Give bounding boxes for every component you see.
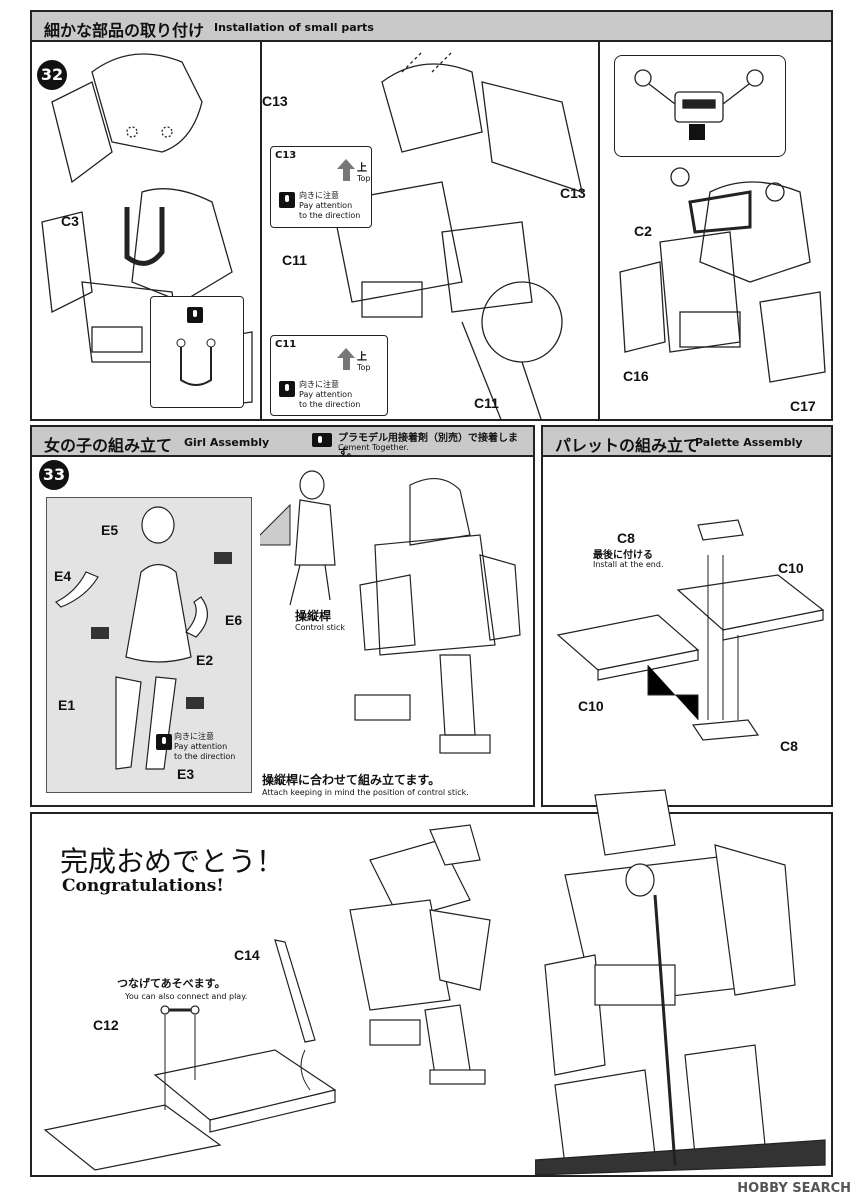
c2-part-detail [634,69,764,140]
caution-icon [156,734,172,750]
part-label-c10-left: C10 [578,698,604,714]
part-label-c17: C17 [790,398,816,414]
part-label-c12: C12 [93,1017,119,1033]
connected-palettes-illustration [43,939,337,1171]
robot-illustration-panel2 [331,51,583,419]
section-title-jp: パレットの組み立て [555,436,700,455]
part-label-c13-a: C13 [262,93,288,109]
direction-callout-c11: C11 上 Top 向きに注意 Pay attention to the dir… [270,335,388,416]
congrats-title-jp: 完成おめでとう！ [60,845,285,878]
up-arrow-stem [343,169,350,181]
up-label-jp: 上 [357,163,367,174]
callout-part-label: C11 [275,339,297,350]
up-label-jp: 上 [357,352,367,363]
part-label-e5: E5 [101,522,119,538]
c3-part-detail [176,338,216,386]
panel-divider [260,42,262,421]
part-label-e2: E2 [196,652,214,668]
direction-note-jp: 向きに注意 [299,191,339,200]
caution-icon [279,192,295,208]
section-title-en: Girl Assembly [184,436,270,449]
watermark: HOBBY SEARCH [737,1181,851,1196]
detail-callout-c2 [614,55,786,157]
part-label-c11-a: C11 [282,252,307,268]
part-label-c2: C2 [634,223,652,239]
section-title-en: Palette Assembly [695,436,803,449]
cement-note-en: Cement Together. [338,443,409,452]
direction-note-jp: 向きに注意 [174,732,214,741]
direction-note-en-1: Pay attention [299,201,353,210]
panel-divider [598,42,600,421]
congrats-title-en: Congratulations! [62,876,224,896]
direction-callout-c13: C13 上 Top 向きに注意 Pay attention to the dir… [270,146,372,228]
part-label-c14: C14 [234,947,260,963]
connect-note-jp: つなげてあそべます。 [117,977,226,990]
girl-parts-illustration [54,506,232,770]
part-label-e3: E3 [177,766,195,782]
up-arrow-stem [343,358,350,370]
direction-note-en-2: to the direction [174,752,236,761]
caution-icon [279,381,295,397]
pilot-and-robot-illustration [260,470,521,754]
part-label-e1: E1 [58,697,76,713]
step-number: 32 [37,60,67,90]
part-label-c8-bottom: C8 [780,738,798,754]
connect-note-en: You can also connect and play. [125,992,248,1001]
control-stick-label-jp: 操縦桿 [295,609,332,623]
section-header: パレットの組み立て Palette Assembly [543,427,831,457]
section-title-jp: 女の子の組み立て [44,436,173,455]
direction-note-en-2: to the direction [299,211,361,220]
part-label-e4: E4 [54,568,72,584]
section-header: 細かな部品の取り付け Installation of small parts [32,12,831,42]
part-label-c10-right: C10 [778,560,804,576]
section-palette-assembly: パレットの組み立て Palette Assembly [541,425,833,807]
robot-illustration-panel3 [619,167,826,383]
direction-note-box: 向きに注意 Pay attention to the direction [154,730,250,764]
part-label-c3: C3 [61,213,79,229]
control-stick-label-en: Control stick [295,623,346,632]
part-label-c8-top: C8 [617,530,635,546]
assembly-note-en: Attach keeping in mind the position of c… [262,788,469,797]
completed-robot-side-illustration [349,824,491,1085]
palette-illustration [556,519,825,741]
callout-part-label: C13 [275,150,297,161]
detail-callout-c3 [150,296,244,408]
install-note-en: Install at the end. [593,560,664,569]
part-label-c16: C16 [623,368,649,384]
step-number: 33 [39,460,69,490]
section-title-jp: 細かな部品の取り付け [44,21,205,40]
up-label-en: Top [357,363,371,372]
direction-note-jp: 向きに注意 [299,380,339,389]
up-arrow-icon [337,348,355,358]
section-title-en: Installation of small parts [214,21,374,34]
up-arrow-icon [337,159,355,169]
part-label-c13-b: C13 [560,185,586,201]
assembly-note-jp: 操縦桿に合わせて組み立てます。 [262,773,441,787]
section-header: 女の子の組み立て Girl Assembly プラモデル用接着剤（別売）で接着し… [32,427,533,459]
direction-note-en-2: to the direction [299,400,361,409]
direction-note-en-1: Pay attention [299,390,353,399]
install-note-jp: 最後に付ける [593,550,653,561]
part-label-c11-b: C11 [474,395,499,411]
cement-icon [312,433,332,447]
cement-note-jp: プラモデル用接着剤（別売）で接着します。 [338,433,518,459]
part-tag-icon [187,307,203,323]
direction-note-en-1: Pay attention [174,742,228,751]
part-label-e6: E6 [225,612,243,628]
up-label-en: Top [357,174,371,183]
completed-robot-front-illustration [535,789,826,1175]
